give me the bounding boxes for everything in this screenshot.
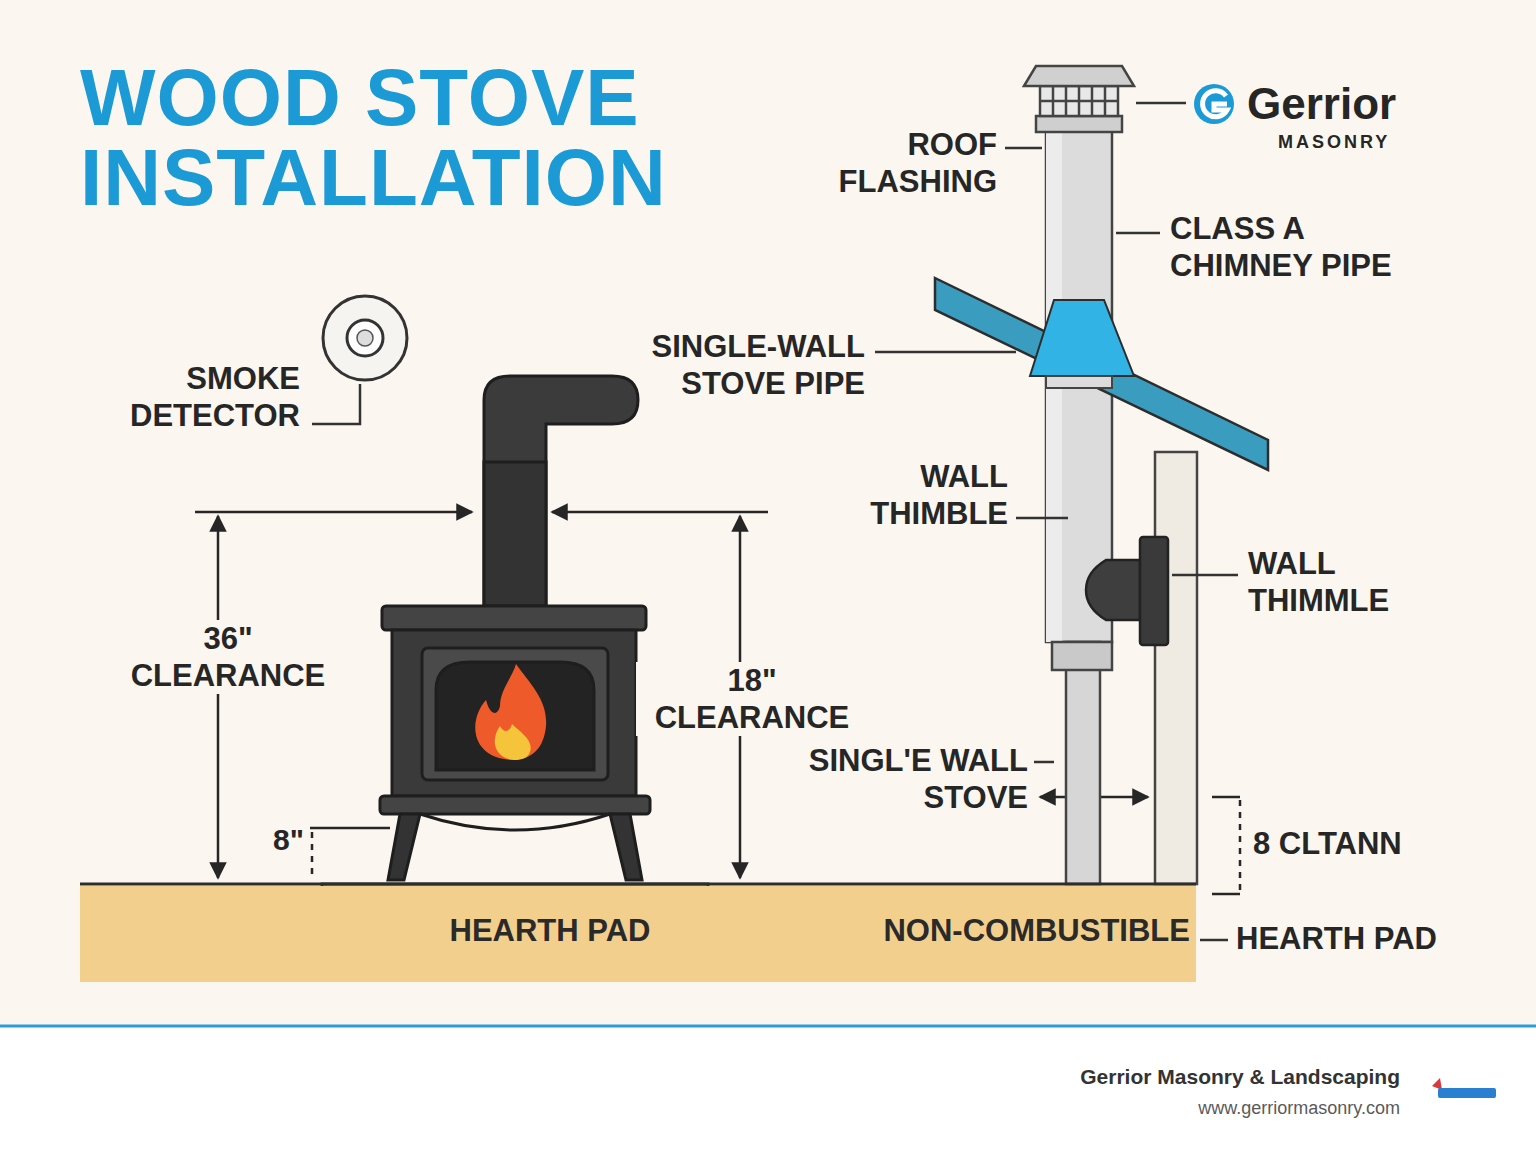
part-label: HEARTH PAD [1236,920,1476,957]
wood-stove [380,376,650,880]
footer-logo [1432,1078,1496,1098]
footer-url: www.gerriormasonry.com [1000,1098,1400,1120]
dimension-label: SINGL'E WALL STOVE [786,742,1028,816]
part-label: SINGLE-WALL STOVE PIPE [600,328,865,402]
part-label: CLASS A CHIMNEY PIPE [1170,210,1445,284]
chimney [1024,66,1134,884]
brand-name: Gerrior [1247,78,1467,131]
part-label: ROOF FLASHING [797,126,997,200]
page-title: WOOD STOVE INSTALLATION [80,58,840,218]
floor-band: HEARTH PAD NON-COMBUSTIBLE [80,886,1196,982]
part-label: WALL THIMMLE [1248,545,1458,619]
dimension-label: 18" CLEARANCE [636,662,868,736]
dimension-label: 36" CLEARANCE [112,620,344,694]
wall-thimble [1086,537,1168,645]
part-label: SMOKE DETECTOR [78,360,300,434]
wall [1155,452,1197,884]
smoke-detector [323,296,407,380]
dimension-label: 8" [248,822,304,858]
footer-band [0,1026,1536,1154]
band-text: NON-COMBUSTIBLE [820,912,1190,949]
leader-line [312,384,360,424]
fire [475,664,546,760]
footer-rule [0,1025,1536,1028]
band-text: HEARTH PAD [340,912,760,949]
brand-subtitle: MASONRY [1278,132,1448,154]
logo-mark [1194,84,1234,124]
dimension-label: 8 CLTANN [1253,825,1473,862]
part-label: WALL THIMBLE [803,458,1008,532]
roof [935,278,1268,470]
footer-company: Gerrior Masonry & Landscaping [1000,1064,1400,1089]
